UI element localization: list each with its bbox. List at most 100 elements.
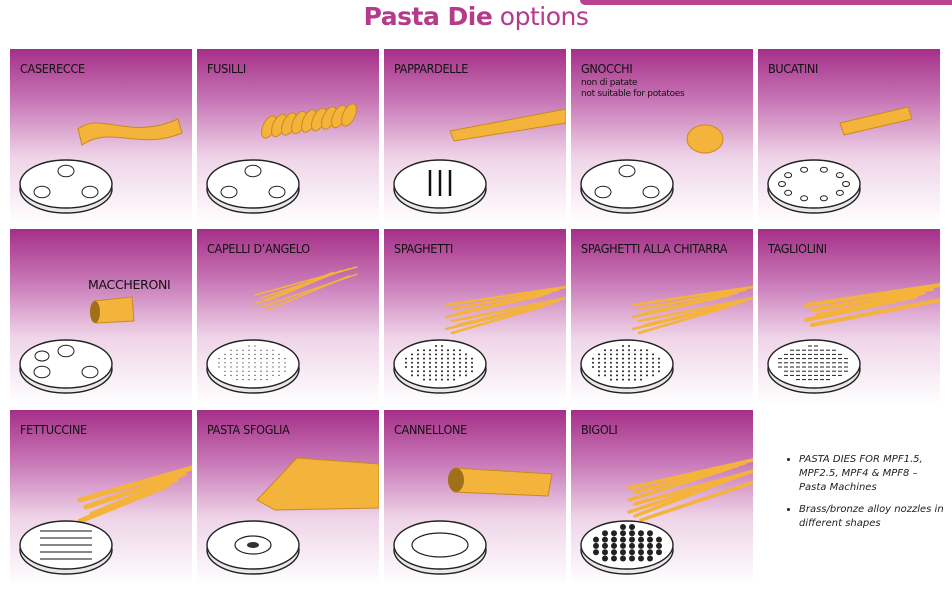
die-hole	[260, 379, 262, 381]
die-hole	[266, 358, 268, 360]
die-hole	[278, 358, 280, 360]
die-name: FUSILLI	[207, 61, 246, 76]
die-hole	[647, 536, 653, 543]
die-hole	[604, 366, 606, 368]
die-name: GNOCCHI	[581, 61, 633, 76]
die-hole	[628, 374, 630, 377]
die-hole	[244, 164, 262, 178]
die-hole	[447, 349, 449, 352]
pasta-strand	[83, 471, 187, 510]
die-hole	[593, 549, 599, 556]
die-hole	[224, 362, 226, 364]
die-hole	[638, 530, 644, 537]
pasta-strand	[77, 482, 171, 524]
die-hole	[441, 345, 443, 347]
die-hole	[218, 358, 220, 360]
die-hole	[34, 350, 50, 362]
die-hole	[453, 357, 455, 360]
die-card: CANNELLONE	[384, 410, 566, 585]
die-hole	[242, 366, 244, 368]
die-hole	[266, 349, 268, 351]
die-hole	[592, 366, 594, 368]
die-hole	[224, 353, 226, 355]
die-hole	[260, 362, 262, 364]
die-illustration	[206, 266, 358, 394]
die-hole	[598, 370, 600, 373]
die-hole	[242, 362, 244, 364]
die-name: BIGOLI	[581, 422, 618, 437]
die-illustration	[206, 457, 379, 575]
die-hole	[230, 353, 232, 355]
die-name: BUCATINI	[768, 61, 819, 76]
die-hole	[647, 530, 653, 537]
die-hole	[465, 374, 467, 377]
die-hole	[435, 366, 437, 368]
die-hole	[248, 358, 250, 360]
die-hole	[453, 374, 455, 377]
die-hole	[254, 370, 256, 372]
die-name: PASTA SFOGLIA	[207, 422, 290, 437]
pasta-strand	[77, 465, 192, 503]
die-hole	[254, 358, 256, 360]
die-hole	[236, 349, 238, 351]
die-hole	[441, 353, 443, 356]
die-hole	[417, 366, 419, 368]
die-hole	[622, 366, 624, 368]
die-hole	[224, 366, 226, 368]
die-hole	[592, 361, 594, 364]
pasta-piece	[93, 296, 135, 324]
die-hole	[453, 366, 455, 368]
die-hole	[453, 378, 455, 381]
die-hole	[622, 353, 624, 356]
die-hole	[411, 353, 413, 356]
die-hole	[652, 357, 654, 360]
die-hole	[459, 366, 461, 368]
die-hole	[656, 542, 662, 549]
die-hole	[435, 361, 437, 364]
die-hole	[622, 357, 624, 360]
die-hole	[629, 555, 635, 562]
die-hole	[266, 370, 268, 372]
die-hole	[435, 357, 437, 360]
die-hole	[620, 536, 626, 543]
pasta-strand	[266, 275, 350, 311]
die-hole	[453, 361, 455, 364]
die-hole	[640, 349, 642, 352]
die-hole	[447, 374, 449, 377]
die-hole	[81, 185, 99, 199]
pasta-strand	[639, 480, 753, 522]
die-disc	[393, 339, 487, 389]
die-hole	[411, 532, 469, 558]
die-hole	[640, 378, 642, 381]
die-hole	[429, 349, 431, 352]
pasta-strand	[450, 305, 544, 335]
die-hole	[284, 358, 286, 360]
die-hole	[248, 353, 250, 355]
pasta-strand	[631, 285, 753, 307]
die-hole	[598, 366, 600, 368]
top-accent-bar	[580, 0, 952, 5]
die-hole	[471, 357, 473, 360]
die-hole	[611, 530, 617, 537]
die-hole	[453, 353, 455, 356]
die-hole	[248, 345, 250, 347]
die-hole	[272, 349, 274, 351]
die-hole	[604, 361, 606, 364]
die-hole	[254, 345, 256, 347]
die-hole	[435, 349, 437, 352]
die-hole	[628, 345, 630, 347]
die-hole	[628, 378, 630, 381]
die-hole	[647, 549, 653, 556]
title-rest: options	[499, 2, 589, 31]
die-hole	[218, 366, 220, 368]
die-hole	[248, 362, 250, 364]
die-hole	[604, 357, 606, 360]
die-hole	[652, 353, 654, 356]
die-hole	[260, 366, 262, 368]
die-hole	[453, 370, 455, 373]
die-hole	[266, 362, 268, 364]
die-hole	[616, 366, 618, 368]
die-hole	[423, 353, 425, 356]
die-disc	[767, 159, 861, 209]
